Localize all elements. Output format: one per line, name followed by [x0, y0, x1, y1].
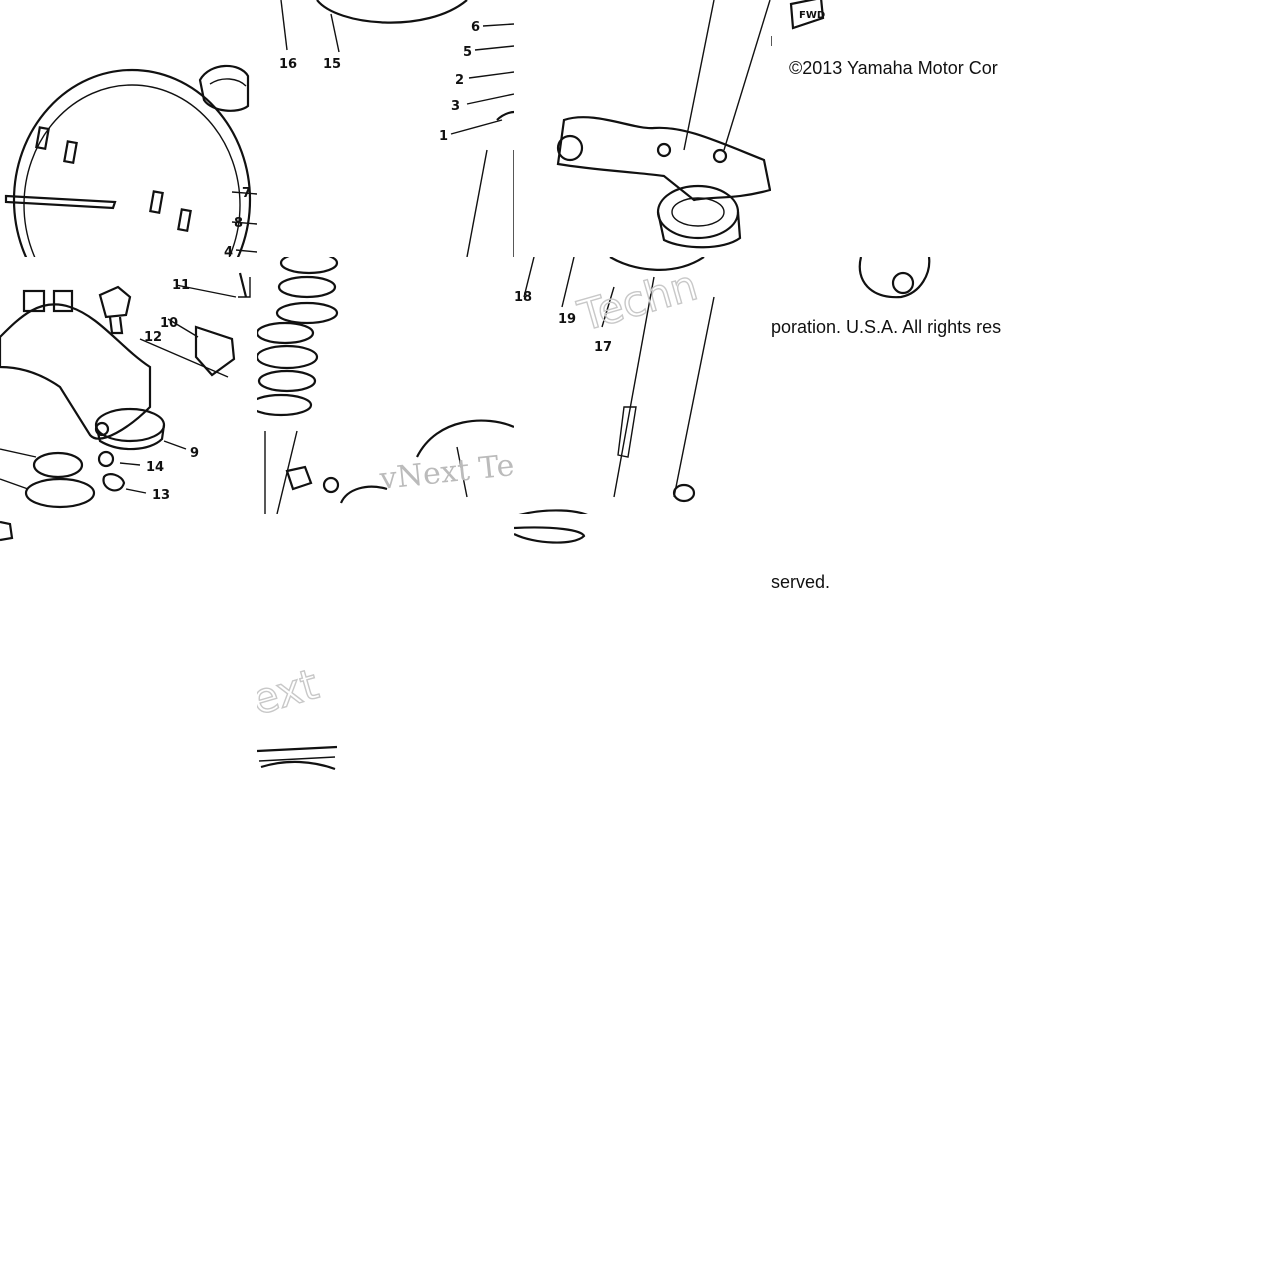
callout-4: 4 — [224, 245, 233, 257]
copyright-line-2: poration. U.S.A. All rights res — [771, 317, 1002, 337]
callout-6: 6 — [471, 20, 480, 35]
handle-crown-drawing: 11 12 10 9 14 13 — [0, 272, 251, 509]
fragment-c-drawing: ext — [257, 658, 337, 771]
callout-12: 12 — [144, 330, 162, 345]
diagram-tile-bearings: vNext Te — [257, 257, 514, 514]
callout-5: 5 — [463, 45, 472, 60]
fwd-drawing: FWD — [771, 0, 825, 46]
callout-10: 10 — [160, 316, 178, 331]
copyright-line-3: served. — [771, 572, 831, 592]
diagram-tile-nut: poration. U.S.A. All rights res — [771, 257, 1028, 514]
diagram-tile-fork: 18 19 17 Techn — [514, 257, 771, 514]
copyright-line-1: ©2013 Yamaha Motor Cor — [789, 58, 998, 78]
callout-7: 7 — [242, 186, 251, 201]
callout-17: 17 — [594, 340, 612, 355]
watermark-a: vNext Te — [377, 448, 514, 497]
diagram-tile-cover: 16 15 6 5 2 3 1 — [257, 0, 514, 257]
callout-19: 19 — [558, 312, 576, 327]
nut-drawing — [858, 257, 931, 299]
callout-2: 2 — [455, 73, 464, 88]
callout-1: 1 — [439, 129, 448, 144]
fragment-a-drawing — [0, 520, 14, 542]
meter-drawing: 7 8 4 — [4, 64, 257, 257]
callout-13: 13 — [152, 488, 170, 503]
fork-tube-drawing: 18 19 17 Techn — [514, 257, 715, 514]
callout-8: 8 — [234, 216, 243, 231]
diagram-tile-fragment-a — [0, 514, 20, 574]
fwd-label: FWD — [799, 10, 825, 21]
bearings-drawing: vNext Te — [257, 257, 514, 514]
callout-9: 9 — [190, 446, 199, 461]
diagram-tile-bracket — [514, 0, 771, 257]
watermark-c: ext — [257, 659, 324, 724]
watermark-b: Techn — [572, 260, 702, 341]
diagram-tile-fragment-c: ext — [257, 655, 337, 772]
upper-bracket-drawing — [556, 0, 771, 249]
diagram-tile-meter: 7 8 4 — [0, 0, 257, 257]
diagram-tile-fwd: FWD ©2013 Yamaha Motor Cor — [771, 0, 1028, 257]
callout-14: 14 — [146, 460, 164, 475]
callout-3: 3 — [451, 99, 460, 114]
diagram-tile-fragment-b — [514, 514, 604, 554]
fragment-b-drawing — [514, 526, 586, 544]
callout-16: 16 — [279, 57, 297, 72]
callout-15: 15 — [323, 57, 341, 72]
callout-11: 11 — [172, 278, 190, 293]
diagram-tile-crown: 11 12 10 9 14 13 — [0, 257, 257, 514]
callout-18: 18 — [514, 290, 532, 305]
cover-drawing: 16 15 6 5 2 3 1 — [279, 0, 514, 257]
